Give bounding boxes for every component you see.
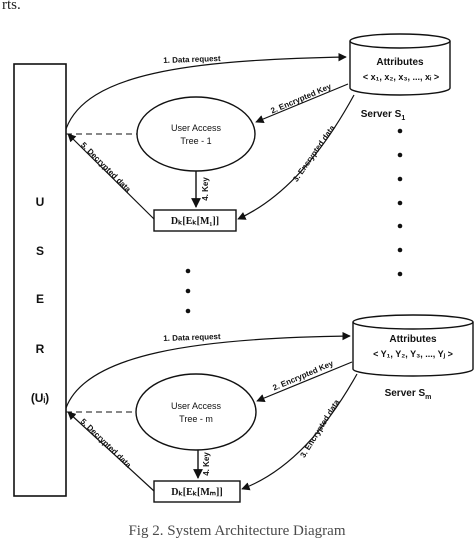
arrow-encrypted-key-m xyxy=(256,361,353,403)
arrow-decrypted-data-1 xyxy=(67,133,155,220)
label-data-request-1: 1. Data request xyxy=(163,54,221,65)
db-title-1: Attributes xyxy=(376,57,424,68)
middle-continuation-dots xyxy=(185,268,191,314)
arrow-data-request-1 xyxy=(65,52,347,130)
arrow-decrypted-data-m xyxy=(67,411,155,492)
user-letter-e: E xyxy=(36,292,44,306)
result-box-1 xyxy=(153,209,237,232)
user-column xyxy=(13,63,67,497)
database-cylinder-m xyxy=(352,314,474,377)
result-box-m-label: Dₖ[Eₖ[Mₘ]] xyxy=(171,487,222,498)
db-title-m: Attributes xyxy=(389,334,437,345)
arrow-data-request-m xyxy=(65,331,351,409)
label-encrypted-data-m: 3. Encrypted data xyxy=(298,398,341,460)
user-access-tree-1 xyxy=(136,96,256,172)
tree-m-label-line1: User Access xyxy=(171,401,222,411)
label-decrypted-data-m: 5. Decrypted data xyxy=(79,417,134,470)
arrow-encrypted-key-1 xyxy=(255,83,349,123)
top-cutoff-text: rts. xyxy=(2,0,21,13)
tree-1-label-line1: User Access xyxy=(171,123,222,133)
label-key-m: 4. Key xyxy=(202,452,211,476)
label-encrypted-key-1: 2. Encrypted Key xyxy=(269,82,333,116)
label-data-request-m: 1. Data request xyxy=(163,332,221,343)
db-values-m: < Y₁, Y₂, Y₃, ..., Yⱼ > xyxy=(373,349,453,359)
result-box-m xyxy=(153,480,241,503)
user-letter-u: U xyxy=(36,195,45,209)
db-values-1: < x₁, x₂, x₃, ..., xᵢ > xyxy=(363,72,439,82)
tree-m-label-line2: Tree - m xyxy=(179,414,213,424)
label-key-1: 4. Key xyxy=(201,177,210,201)
user-id-label: (Uᵢ) xyxy=(31,391,49,405)
user-access-tree-m xyxy=(135,373,257,451)
server-continuation-dots xyxy=(397,128,403,277)
arrow-encrypted-data-m xyxy=(241,373,358,491)
figure-caption: Fig 2. System Architecture Diagram xyxy=(128,523,345,539)
server-label-1: Server S1 xyxy=(361,109,406,122)
database-cylinder-1 xyxy=(349,33,451,96)
user-letter-r: R xyxy=(36,342,45,356)
label-decrypted-data-1: 5. Decrypted data xyxy=(79,140,133,194)
arrow-encrypted-data-1 xyxy=(237,94,355,220)
tree-1-label-line2: Tree - 1 xyxy=(180,136,211,146)
label-encrypted-data-1: 3. Encrypted data xyxy=(291,123,337,183)
server-label-m: Server Sm xyxy=(385,388,432,401)
result-box-1-label: Dₖ[Eₖ[M₁]] xyxy=(171,216,219,227)
label-encrypted-key-m: 2. Encrypted Key xyxy=(271,359,335,393)
user-letter-s: S xyxy=(36,244,44,258)
